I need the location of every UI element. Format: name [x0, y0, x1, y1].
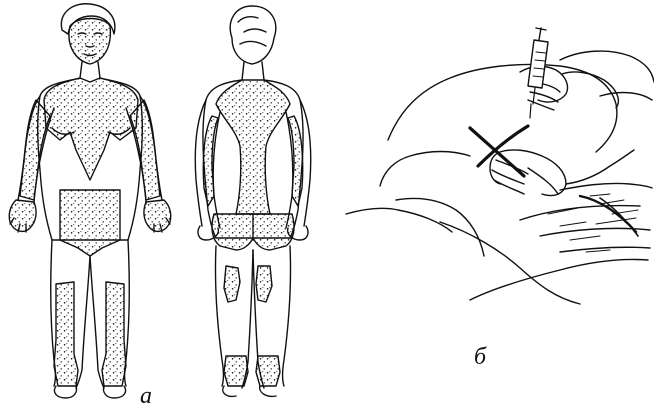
front-left-shin-region — [54, 282, 78, 386]
back-right-calf-region — [256, 266, 272, 302]
front-head — [69, 19, 110, 65]
front-chest-region — [44, 78, 138, 180]
front-body-figure — [9, 4, 171, 398]
back-spine-region — [216, 80, 290, 214]
back-heels-region — [224, 356, 248, 386]
thigh-contour — [440, 222, 580, 304]
panel-label-a: а — [140, 384, 152, 408]
buttock-contour — [388, 65, 617, 153]
front-right-shin-region — [102, 282, 126, 386]
front-right-hand — [144, 200, 171, 231]
injection-site-cross — [470, 126, 528, 176]
back-left-calf-region — [224, 266, 240, 302]
front-left-arm-region — [20, 100, 50, 200]
back-body-figure — [195, 6, 310, 396]
front-abdomen-region — [60, 190, 120, 256]
front-right-arm-region — [130, 100, 160, 200]
back-right-arm-region — [288, 116, 303, 206]
panel-label-b: б — [474, 345, 486, 369]
sheet-folds — [560, 183, 652, 190]
back-head-hair — [230, 6, 276, 64]
injection-scene — [346, 28, 654, 304]
back-left-arm-region — [203, 116, 218, 206]
front-left-hand — [9, 200, 36, 231]
